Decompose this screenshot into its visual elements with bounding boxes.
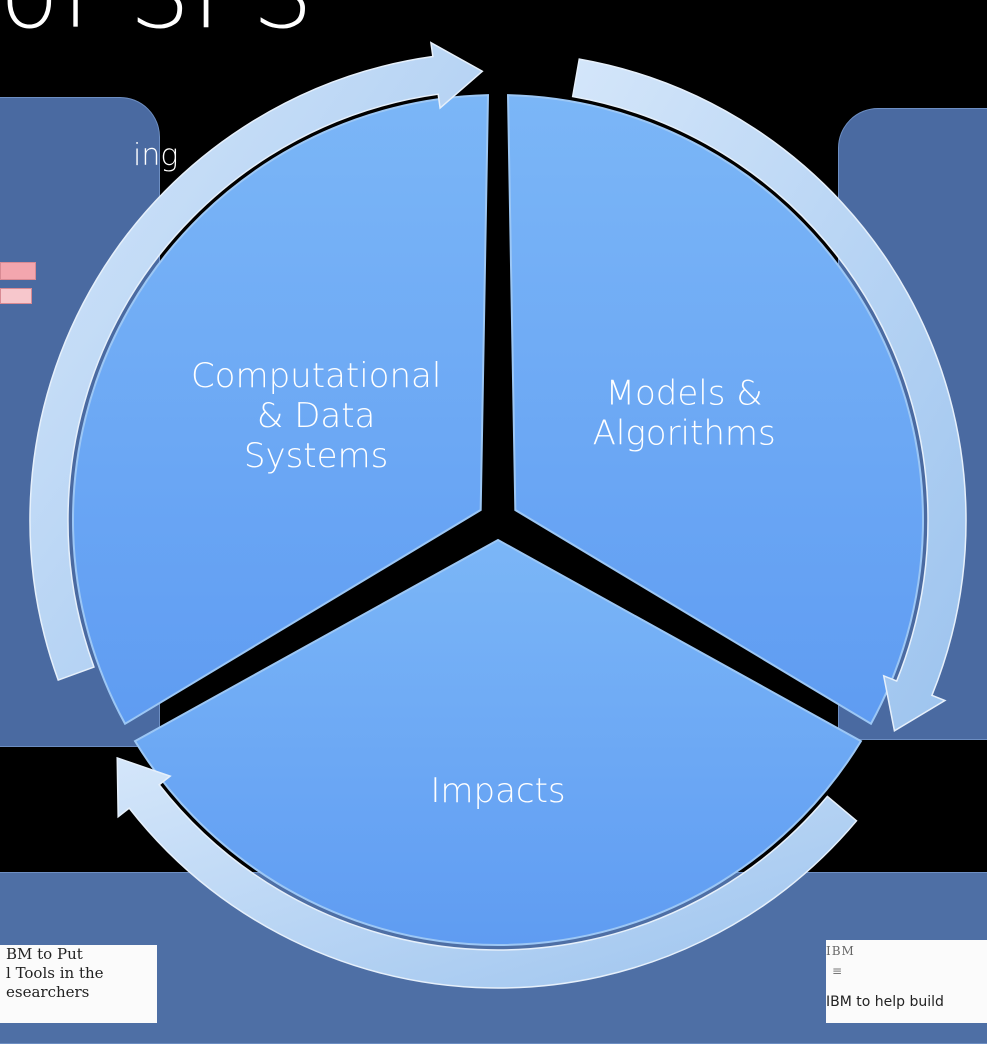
segment-models bbox=[506, 94, 924, 726]
segment-computational-label: Computational bbox=[191, 356, 441, 396]
segment-computational bbox=[72, 94, 490, 726]
segment-computational-label: Systems bbox=[244, 436, 389, 476]
cycle-arrow-2 bbox=[571, 58, 967, 732]
news-left-line: esearchers bbox=[6, 983, 90, 1001]
news-clipping-left: BM to Put l Tools in the esearchers bbox=[0, 945, 157, 1023]
left-panel-heading: ing bbox=[133, 138, 179, 173]
segment-models-label: Models & bbox=[606, 373, 763, 413]
slide-title: of SPS bbox=[0, 0, 320, 50]
cycle-arrow-3 bbox=[116, 756, 858, 989]
segment-models-label: Algorithms bbox=[593, 413, 776, 453]
cycle-arrow-1 bbox=[29, 41, 484, 682]
news-left-line: l Tools in the bbox=[6, 964, 104, 982]
news-left-line: BM to Put bbox=[6, 945, 83, 963]
segment-computational-label: & Data bbox=[257, 396, 376, 436]
segment-impacts bbox=[133, 538, 863, 946]
ibm-logo: IBM bbox=[826, 944, 855, 958]
news-right-headline: IBM to help build bbox=[826, 994, 944, 1010]
news-clipping-right: IBM ≡ IBM to help build bbox=[826, 940, 987, 1023]
segment-impacts-label: Impacts bbox=[430, 771, 565, 811]
menu-icon: ≡ bbox=[832, 964, 843, 978]
